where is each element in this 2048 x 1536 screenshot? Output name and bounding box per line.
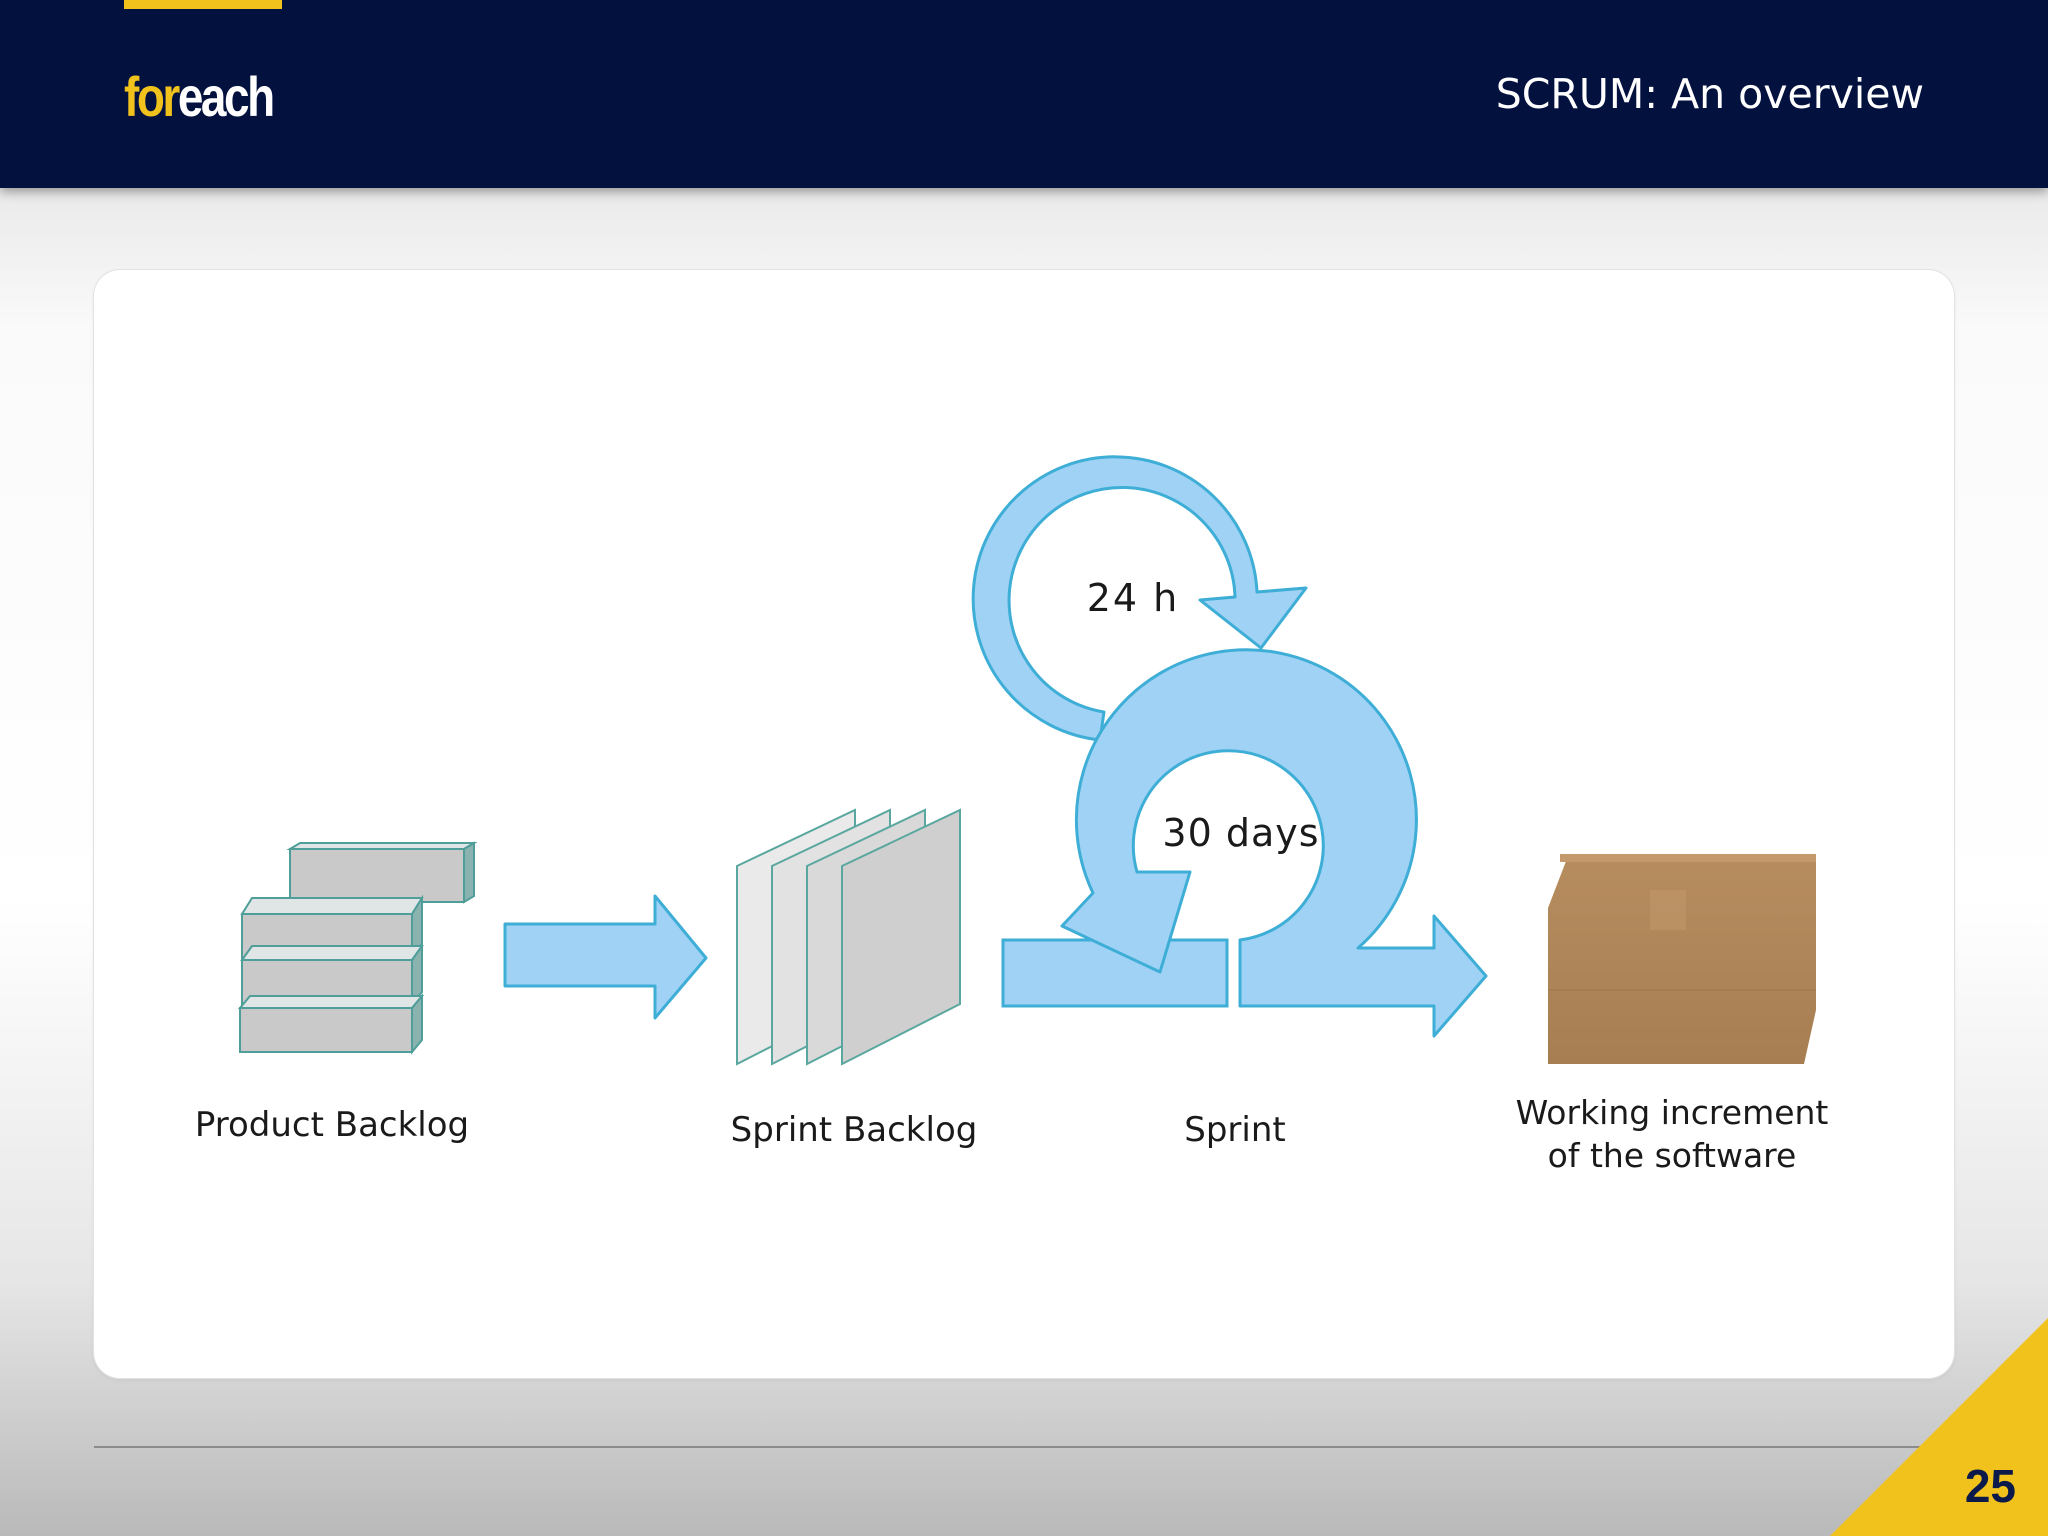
- page-number: 25: [1964, 1460, 2016, 1512]
- product-backlog-stack-icon: [237, 841, 478, 1055]
- daily-cycle-loop-arrow: [971, 455, 1308, 742]
- sprint-cycle-label: 30 days: [1162, 811, 1319, 855]
- software-package-box-icon: [1548, 854, 1816, 1064]
- flow-arrow-to-sprint-backlog: [503, 894, 708, 1020]
- foreach-logo: foreach: [124, 62, 275, 132]
- stage-label-sprint: Sprint: [1184, 1110, 1285, 1150]
- stage-label-working-increment-line2: of the software: [1548, 1136, 1797, 1175]
- stage-label-working-increment-line1: Working increment: [1516, 1093, 1829, 1132]
- sprint-backlog-sheets-icon: [736, 808, 961, 1066]
- slide-title: SCRUM: An overview: [1495, 70, 1924, 118]
- logo-text-for: for: [124, 65, 180, 128]
- sprint-cycle-loop-arrow: [1060, 648, 1488, 1038]
- slide-header: foreach SCRUM: An overview: [0, 0, 2048, 188]
- logo-text-each: each: [177, 65, 275, 128]
- stage-label-product-backlog: Product Backlog: [195, 1105, 469, 1145]
- header-accent-bar: [124, 0, 282, 9]
- backlog-block-top: [286, 841, 478, 904]
- backlog-block-4: [237, 993, 425, 1055]
- content-card: [94, 270, 1954, 1378]
- footer-divider: [94, 1446, 1954, 1448]
- daily-cycle-label: 24 h: [1087, 576, 1180, 620]
- stage-label-sprint-backlog: Sprint Backlog: [731, 1110, 978, 1150]
